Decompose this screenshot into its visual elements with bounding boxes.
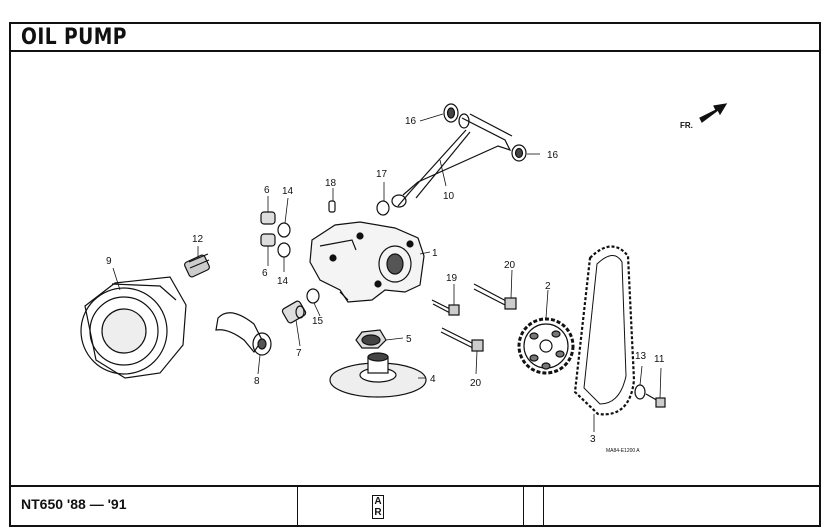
- callout-14-top: 14: [282, 186, 294, 197]
- o-ring-14-top: [277, 222, 291, 238]
- callout-16-right: 16: [547, 150, 559, 161]
- footer: NT650 '88 — '91 A R: [11, 485, 819, 525]
- callout-6-bottom: 6: [262, 268, 268, 279]
- figure-code: MA84-E1200 A: [606, 448, 640, 454]
- nipple-12: [184, 253, 210, 278]
- strainer-4: [329, 352, 427, 398]
- oil-pipe-10: [391, 113, 513, 208]
- bolt-11: [645, 393, 666, 408]
- callout-19: 19: [446, 273, 458, 284]
- model-label: NT650 '88 — '91: [21, 496, 127, 512]
- fr-label: FR.: [680, 121, 693, 130]
- dowel-18: [328, 200, 336, 213]
- joint-7: [281, 300, 307, 324]
- callout-14-bottom: 14: [277, 276, 289, 287]
- callout-18: 18: [325, 178, 337, 189]
- bolt-19: [431, 299, 460, 316]
- callout-3: 3: [590, 434, 596, 445]
- callout-8: 8: [254, 376, 260, 387]
- footer-divider: [543, 487, 544, 525]
- ar-mark-r: R: [374, 507, 382, 518]
- ar-mark-a: A: [374, 496, 382, 507]
- callout-6-top: 6: [264, 185, 270, 196]
- ar-mark: A R: [372, 495, 384, 519]
- seal-16-right: [511, 144, 527, 162]
- o-ring-14-bottom: [277, 242, 291, 258]
- callout-10: 10: [443, 191, 455, 202]
- callout-20-upper: 20: [504, 260, 516, 271]
- leader-lines: [112, 113, 662, 432]
- callout-2: 2: [545, 281, 551, 292]
- callout-15: 15: [312, 316, 324, 327]
- collar-6-bottom: [260, 233, 276, 247]
- hose-8: [215, 312, 272, 356]
- page-title: OIL PUMP: [21, 25, 127, 50]
- front-arrow-icon: [699, 103, 728, 123]
- footer-divider: [297, 487, 298, 525]
- chain-3: [573, 245, 636, 416]
- callout-1: 1: [432, 248, 438, 259]
- callout-16-left: 16: [405, 116, 417, 127]
- sprocket-2: [517, 317, 575, 375]
- callout-20-lower: 20: [470, 378, 482, 389]
- callout-11: 11: [654, 354, 665, 365]
- callout-4: 4: [430, 374, 436, 385]
- callout-7: 7: [296, 348, 302, 359]
- seal-16-left: [443, 103, 459, 123]
- bolt-5: [355, 329, 387, 349]
- washer-13: [634, 384, 646, 400]
- callout-12: 12: [192, 234, 204, 245]
- bolt-20-upper: [473, 283, 517, 310]
- collar-6-top: [260, 211, 276, 225]
- exploded-diagram: FR.: [80, 103, 728, 454]
- bolt-20-lower: [440, 327, 484, 352]
- callout-13: 13: [635, 351, 647, 362]
- footer-divider: [523, 487, 524, 525]
- callout-5: 5: [406, 334, 412, 345]
- title-bar: OIL PUMP: [11, 24, 819, 52]
- o-ring-17: [376, 200, 390, 216]
- o-ring-15: [306, 288, 320, 304]
- callout-17: 17: [376, 169, 388, 180]
- oil-pump-1: [309, 221, 425, 303]
- callout-9: 9: [106, 256, 112, 267]
- oil-filter-9: [80, 276, 187, 379]
